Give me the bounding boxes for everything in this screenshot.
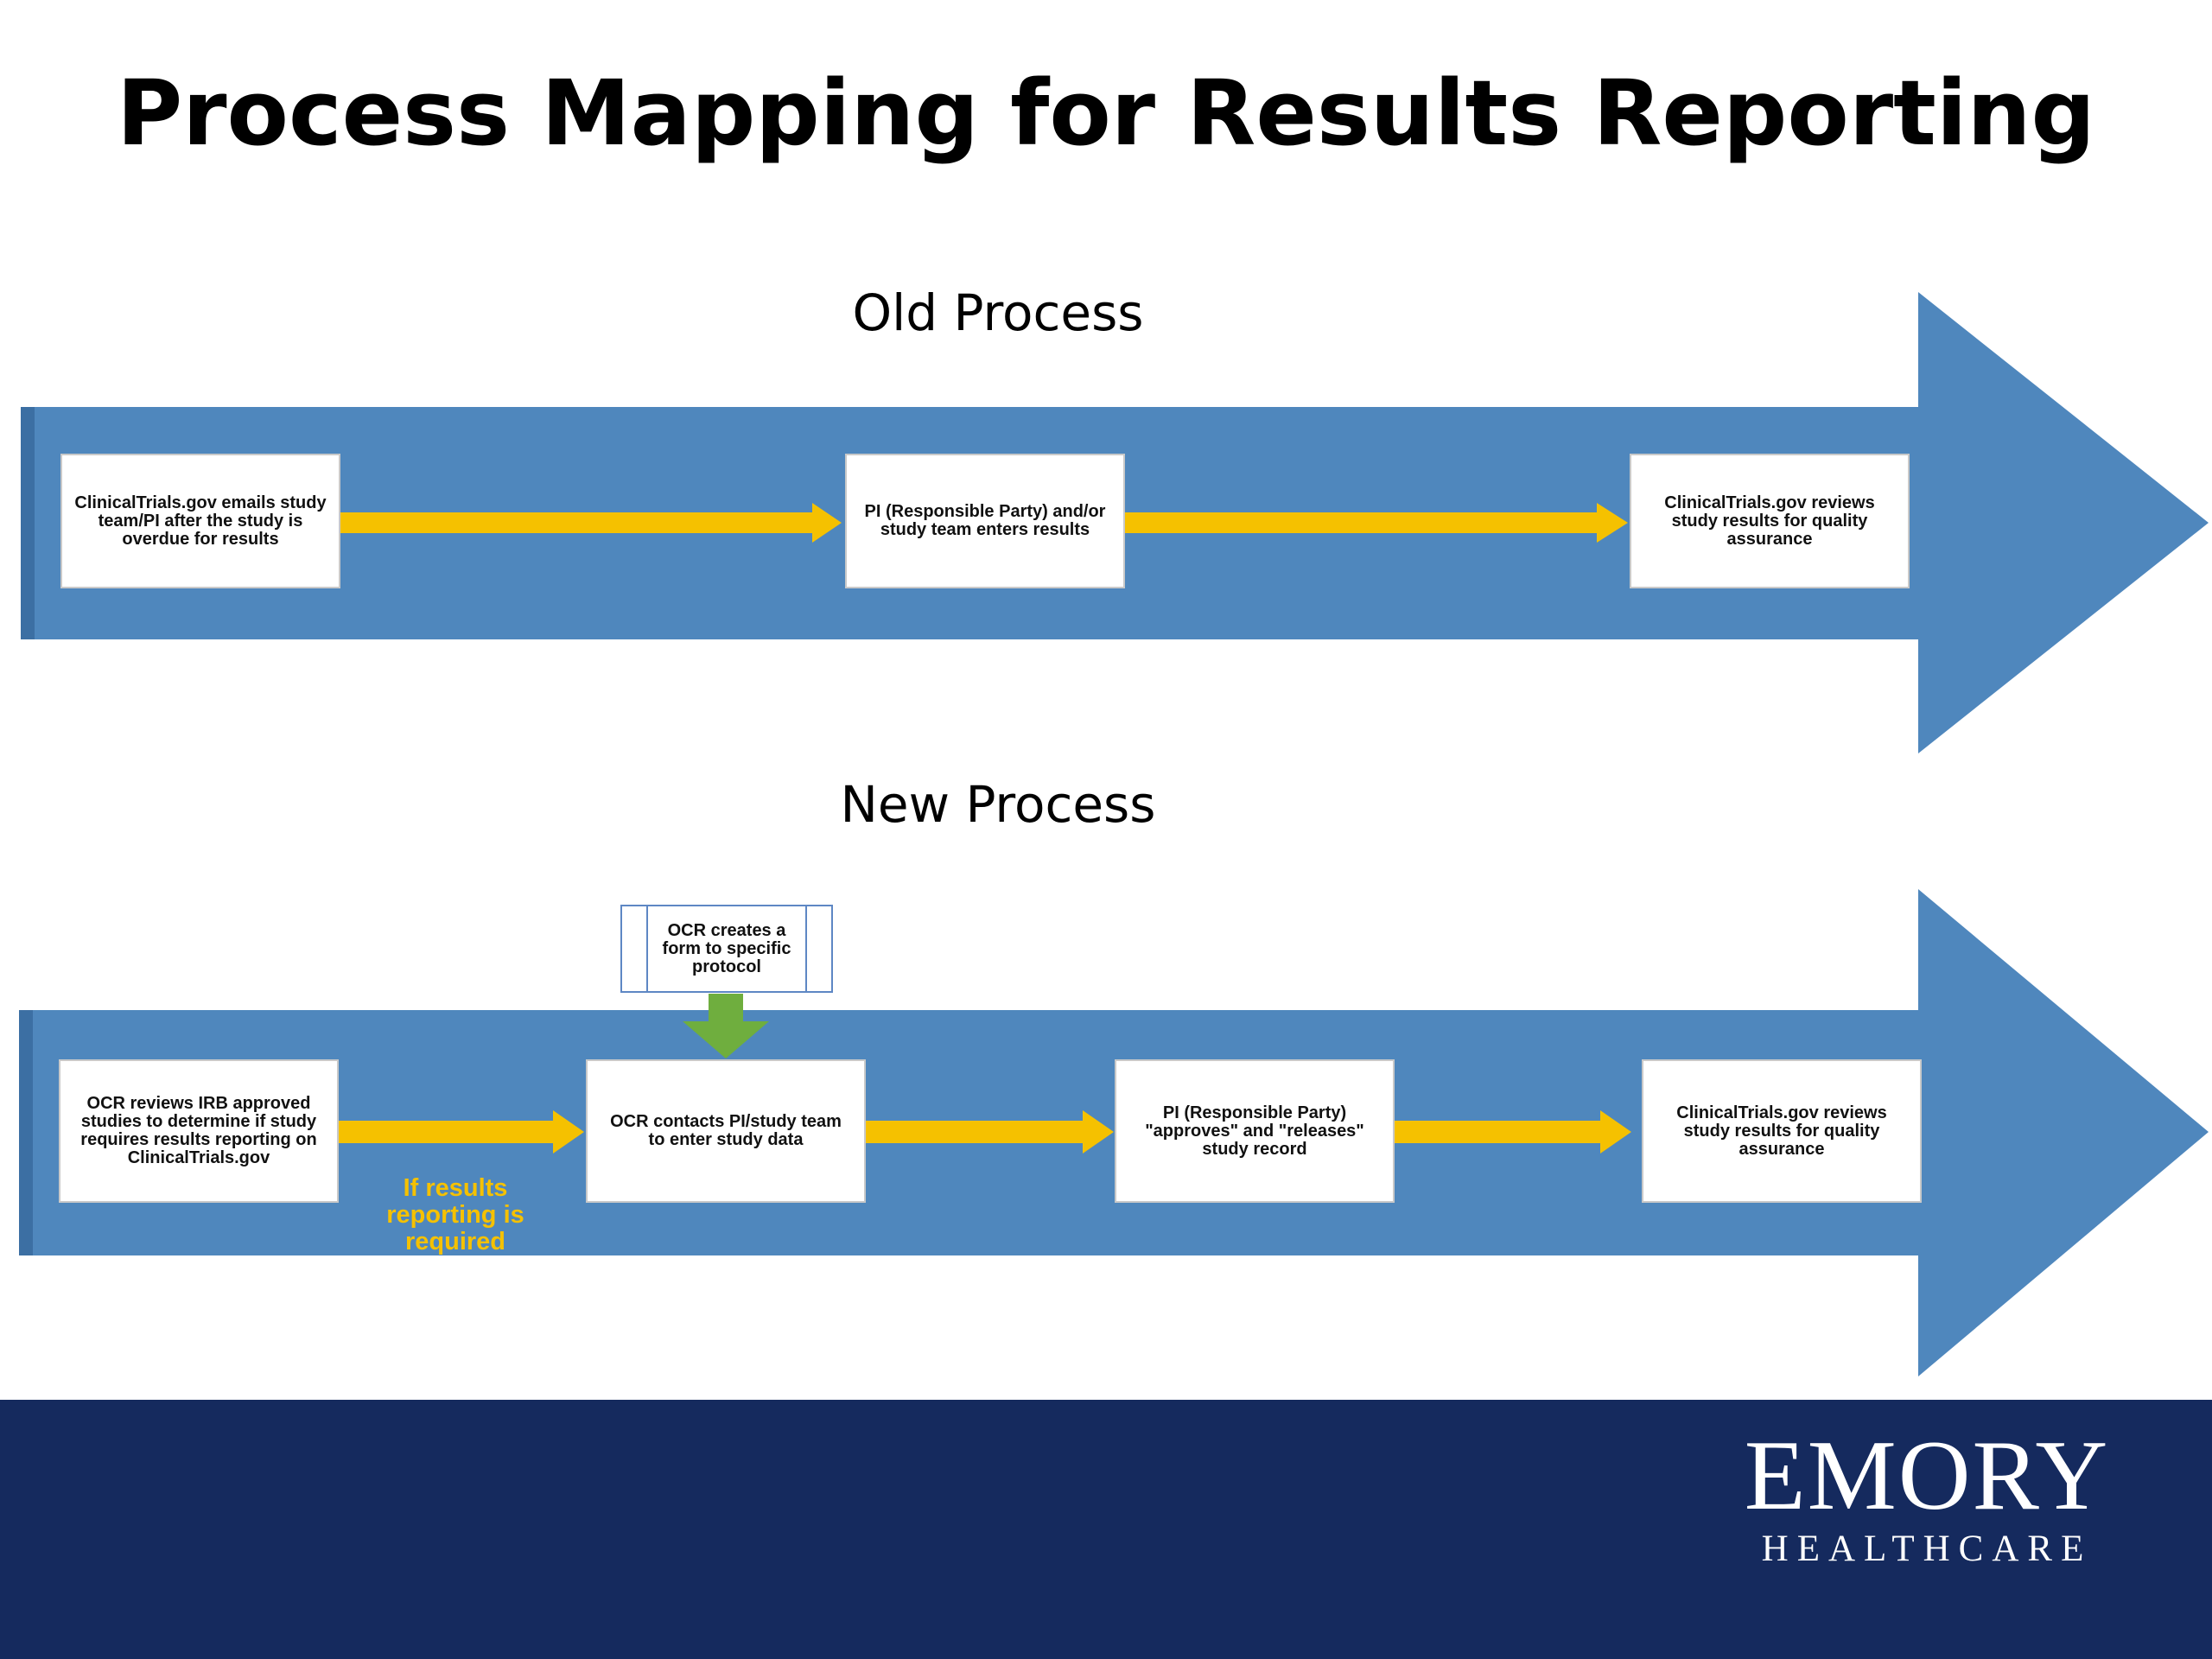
new-step-box-3: PI (Responsible Party) "approves" and "r…: [1115, 1059, 1395, 1203]
new-step-box-4: ClinicalTrials.gov reviews study results…: [1642, 1059, 1922, 1203]
new-connector-arrow-3: [1393, 1110, 1631, 1154]
new-connector-arrow-2: [864, 1110, 1114, 1154]
emory-logo-wordmark: EMORY: [1744, 1421, 2110, 1531]
condition-label: If results reporting is required: [386, 1174, 524, 1255]
footer-band: [0, 1400, 2212, 1659]
old-connector-arrow-1: [339, 503, 842, 543]
old-connector-arrow-2: [1123, 503, 1628, 543]
old-process-band-edge: [21, 407, 35, 639]
old-process-title: Old Process: [852, 283, 1144, 342]
old-step-box-1: ClinicalTrials.gov emails study team/PI …: [60, 454, 340, 588]
new-connector-arrow-1: [339, 1110, 584, 1154]
new-process-band-arrow: [19, 889, 2209, 1376]
old-step-box-2: PI (Responsible Party) and/or study team…: [845, 454, 1125, 588]
new-process-band-edge: [19, 1010, 33, 1255]
old-step-box-3: ClinicalTrials.gov reviews study results…: [1630, 454, 1910, 588]
new-step-box-2: OCR contacts PI/study team to enter stud…: [586, 1059, 866, 1203]
callout-box: OCR creates a form to specific protocol: [620, 905, 833, 993]
callout-down-arrow: [683, 994, 769, 1058]
emory-logo-subtitle: HEALTHCARE: [1761, 1529, 2093, 1569]
new-process-title: New Process: [840, 775, 1156, 834]
slide-title: Process Mapping for Results Reporting: [117, 60, 2095, 166]
new-step-box-1: OCR reviews IRB approved studies to dete…: [59, 1059, 339, 1203]
